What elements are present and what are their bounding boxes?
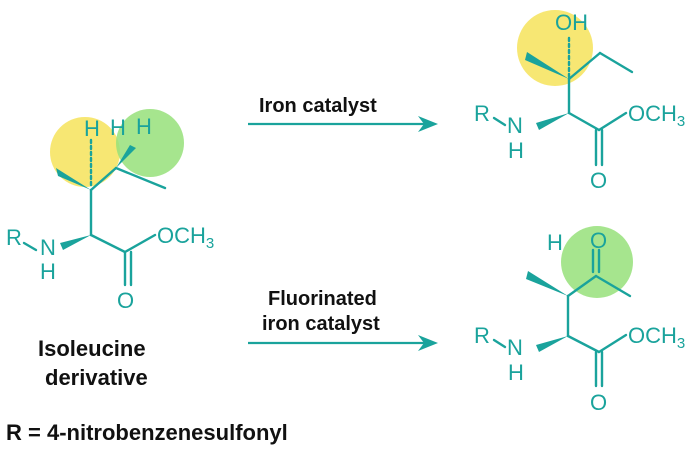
- atom-h-dashed: H: [84, 116, 100, 141]
- atom-h-wedge: H: [110, 115, 126, 140]
- atom-r: R: [6, 225, 22, 250]
- atom-oh: OH: [555, 10, 588, 35]
- atom-h-second: H: [136, 114, 152, 139]
- highlight-green-circle-product: [561, 226, 633, 298]
- atom-och3: OCH3: [157, 223, 214, 252]
- atom-o-carbonyl: O: [117, 288, 134, 313]
- atom-h-nh: H: [40, 259, 56, 284]
- starting-material-structure: H H H R N H O OCH3: [6, 109, 214, 313]
- atom-h-nh-top: H: [508, 138, 524, 163]
- atom-och3-top: OCH3: [628, 101, 685, 130]
- atom-o-carbonyl-bottom: O: [590, 390, 607, 415]
- atom-n-top: N: [507, 113, 523, 138]
- bottom-reaction-label-line2: iron catalyst: [262, 313, 380, 335]
- atom-n: N: [40, 235, 56, 260]
- highlight-yellow-circle-product: [517, 10, 593, 86]
- top-product-structure: OH R N H O OCH3: [474, 10, 685, 193]
- atom-h-nh-bottom: H: [508, 360, 524, 385]
- atom-r-top: R: [474, 101, 490, 126]
- atom-och3-bottom: OCH3: [628, 323, 685, 352]
- highlight-yellow-circle: [50, 117, 120, 187]
- atom-r-bottom: R: [474, 323, 490, 348]
- top-reaction-arrow: [248, 116, 438, 132]
- bottom-product-structure: H O R N H O OCH3: [474, 226, 685, 415]
- atom-h-bottom: H: [547, 230, 563, 255]
- r-group-definition: R = 4-nitrobenzenesulfonyl: [6, 420, 288, 445]
- bottom-reaction-arrow: [248, 335, 438, 351]
- bottom-reaction-label-line1: Fluorinated: [268, 288, 377, 310]
- atom-n-bottom: N: [507, 335, 523, 360]
- starting-material-name-line1: Isoleucine: [38, 336, 146, 361]
- starting-material-name-line2: derivative: [45, 365, 148, 390]
- highlight-green-circle: [116, 109, 184, 177]
- top-reaction-label: Iron catalyst: [259, 95, 377, 117]
- atom-o-carbonyl-top: O: [590, 168, 607, 193]
- atom-o-ketone: O: [590, 228, 607, 253]
